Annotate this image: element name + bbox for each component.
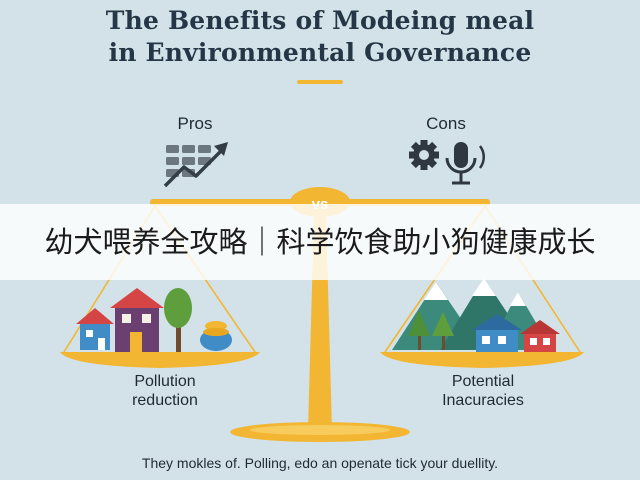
cons-heading: Cons <box>426 114 466 133</box>
title-line-1: The Benefits of Modeing meal <box>105 6 535 35</box>
cons-caption-line-1: Potential <box>451 373 515 390</box>
chart-grid-icon <box>166 145 211 177</box>
tree-icon <box>164 288 192 352</box>
pros-caption-line-2: reduction <box>132 392 198 409</box>
overlay-banner <box>0 204 640 280</box>
pros-caption-line-1: Pollution <box>134 373 196 390</box>
house-icon <box>520 320 560 352</box>
gear-icon <box>409 140 439 170</box>
microphone-icon <box>445 142 485 185</box>
pros-heading: Pros <box>177 114 213 133</box>
overlay-banner-text: 幼犬喂养全攻略｜科学饮食助小狗健康成长 <box>44 225 596 259</box>
house-icon <box>76 308 114 350</box>
footer-text: They mokles of. Polling, edo an openate … <box>141 455 499 471</box>
trend-arrow-icon <box>163 142 228 188</box>
right-pan <box>380 352 584 368</box>
cons-caption-line-2: Inacuracies <box>442 392 524 409</box>
house-icon <box>472 314 522 352</box>
cons-caption: Potential Inacuracies <box>393 372 573 410</box>
title-underline <box>297 80 343 84</box>
house-icon <box>110 288 164 352</box>
title-line-2: in Environmental Governance <box>108 38 532 67</box>
left-pan <box>60 352 260 368</box>
pros-caption: Pollution reduction <box>75 372 255 410</box>
money-jar-icon <box>200 321 232 351</box>
tree-icon <box>408 310 454 350</box>
